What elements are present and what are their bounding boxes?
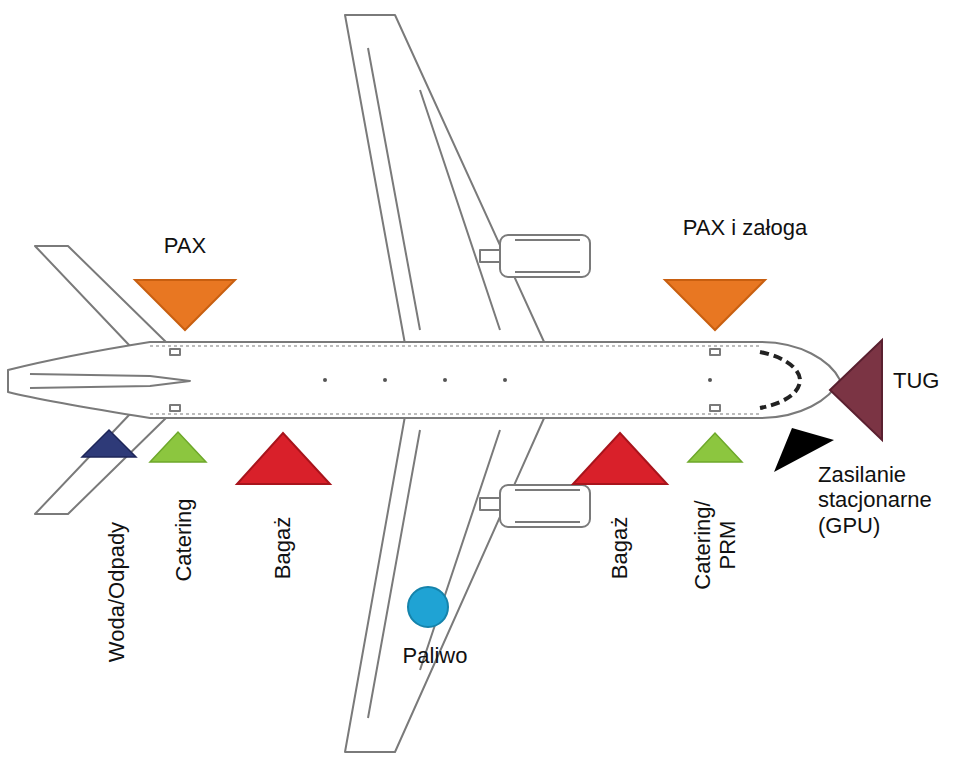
service-label: Catering/ PRM bbox=[690, 495, 741, 595]
service-label: Bagaż bbox=[607, 517, 632, 579]
service-label: TUG bbox=[893, 368, 939, 393]
lower-stabilizer bbox=[35, 414, 168, 514]
upper-wing-flap bbox=[368, 48, 500, 330]
catering-prm-marker bbox=[688, 433, 742, 462]
upper-engine-line bbox=[515, 240, 580, 272]
upper-wing bbox=[345, 15, 545, 344]
cockpit-windows bbox=[760, 352, 800, 408]
tail-fin bbox=[30, 374, 190, 388]
service-label: PAX bbox=[164, 233, 206, 258]
pax-marker bbox=[135, 280, 235, 330]
aircraft-outline bbox=[8, 15, 840, 752]
door bbox=[710, 405, 720, 411]
baggage-marker bbox=[573, 433, 667, 484]
window bbox=[323, 378, 327, 382]
service-label: Zasilanie stacjonarne (GPU) bbox=[818, 462, 956, 538]
fuselage bbox=[8, 342, 840, 418]
window bbox=[503, 378, 507, 382]
water-waste-marker bbox=[82, 430, 136, 457]
lower-engine-line bbox=[515, 490, 580, 522]
fuselage-seam bbox=[150, 346, 760, 414]
lower-wing-flap bbox=[368, 430, 500, 718]
pax-crew-marker bbox=[665, 280, 765, 330]
fuel-marker bbox=[408, 587, 448, 627]
window bbox=[443, 378, 447, 382]
catering-marker bbox=[150, 432, 206, 462]
lower-engine bbox=[500, 485, 590, 527]
service-label: Catering bbox=[171, 498, 196, 581]
door bbox=[710, 349, 720, 355]
service-label: Paliwo bbox=[403, 643, 468, 668]
tug-marker bbox=[830, 340, 882, 440]
window bbox=[383, 378, 387, 382]
service-label: Bagaż bbox=[270, 517, 295, 579]
lower-wing bbox=[345, 416, 545, 752]
upper-engine bbox=[500, 235, 590, 277]
window bbox=[708, 378, 712, 382]
service-label: PAX i załoga bbox=[683, 215, 807, 240]
baggage-marker bbox=[237, 433, 330, 484]
upper-stabilizer bbox=[35, 246, 168, 346]
door bbox=[170, 405, 180, 411]
service-label: Woda/Odpady bbox=[104, 522, 129, 662]
door bbox=[170, 349, 180, 355]
